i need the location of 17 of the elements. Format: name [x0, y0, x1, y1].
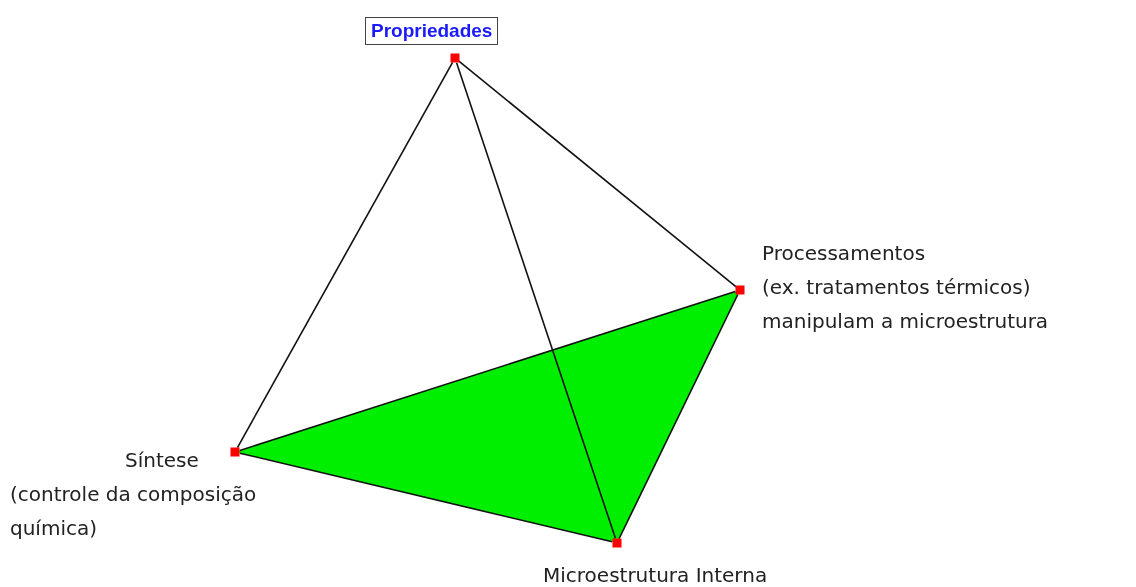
- edge-line: [618, 293, 739, 540]
- vertex-label: Microestrutura Interna: [543, 562, 768, 587]
- vertex-label: (ex. tratamentos térmicos): [762, 274, 1032, 301]
- vertex-marker: [450, 53, 460, 63]
- vertex-marker: [230, 447, 240, 457]
- vertex-label: Processamentos: [762, 240, 927, 267]
- vertex-marker: [735, 285, 745, 295]
- edge-line: [455, 61, 617, 540]
- edge-line: [458, 60, 737, 288]
- vertex-label: manipulam a microestrutura: [762, 308, 1049, 335]
- vertex-label: química): [10, 515, 99, 542]
- edge-line: [239, 452, 613, 543]
- vertex-marker: [612, 538, 622, 548]
- edge-line: [236, 61, 454, 449]
- vertex-label: (controle da composição: [10, 481, 257, 508]
- vertex-label: Propriedades: [365, 17, 499, 45]
- vertex-label: Síntese: [125, 447, 200, 474]
